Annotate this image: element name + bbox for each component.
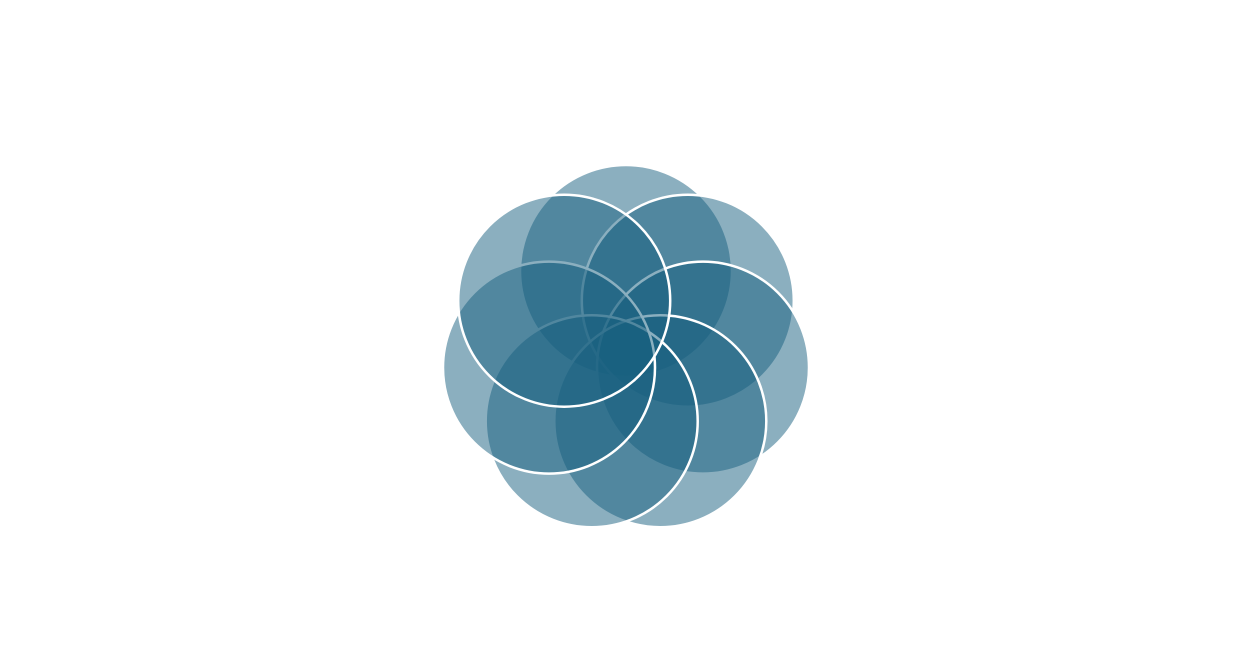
- petal-7: [456, 193, 672, 408]
- rosette-petals: [441, 163, 811, 529]
